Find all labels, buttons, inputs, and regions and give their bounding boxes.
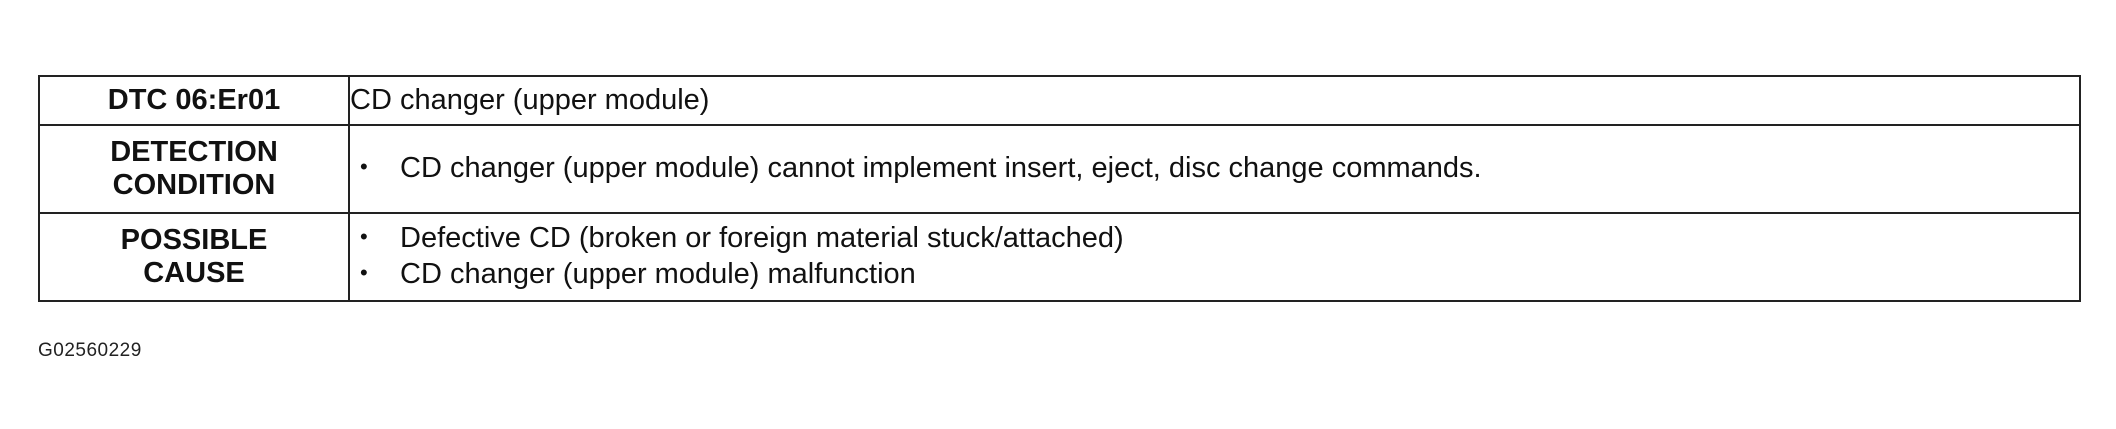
possible-cause-label: POSSIBLE CAUSE	[38, 212, 350, 302]
dtc-code-label: DTC 06:Er01	[38, 75, 350, 126]
detection-condition-label: DETECTION CONDITION	[38, 124, 350, 214]
possible-cause-value: • Defective CD (broken or foreign materi…	[348, 212, 2081, 302]
bullet-icon: •	[360, 154, 368, 179]
list-item: • CD changer (upper module) cannot imple…	[360, 151, 2079, 187]
label-line: DETECTION	[110, 136, 278, 168]
list-item-text: CD changer (upper module) malfunction	[400, 258, 916, 290]
list-item: • Defective CD (broken or foreign materi…	[360, 221, 2079, 257]
dtc-description: CD changer (upper module)	[348, 75, 2081, 126]
list-item: • CD changer (upper module) malfunction	[360, 257, 2079, 293]
list-item-text: Defective CD (broken or foreign material…	[400, 222, 1124, 254]
list-item-text: CD changer (upper module) cannot impleme…	[400, 152, 1482, 184]
possible-cause-list: • Defective CD (broken or foreign materi…	[350, 221, 2079, 293]
possible-cause-row: POSSIBLE CAUSE • Defective CD (broken or…	[38, 212, 2081, 302]
label-line: CONDITION	[112, 169, 276, 201]
label-line: POSSIBLE	[120, 224, 268, 256]
figure-code: G02560229	[38, 340, 142, 361]
detection-condition-value: • CD changer (upper module) cannot imple…	[348, 124, 2081, 214]
bullet-icon: •	[360, 260, 368, 285]
bullet-icon: •	[360, 224, 368, 249]
detection-condition-row: DETECTION CONDITION • CD changer (upper …	[38, 124, 2081, 214]
dtc-row: DTC 06:Er01 CD changer (upper module)	[38, 75, 2081, 126]
dtc-code: DTC 06:Er01	[107, 84, 281, 116]
detection-condition-list: • CD changer (upper module) cannot imple…	[350, 151, 2079, 187]
label-line: CAUSE	[143, 257, 245, 289]
dtc-table: DTC 06:Er01 CD changer (upper module) DE…	[38, 75, 2081, 302]
